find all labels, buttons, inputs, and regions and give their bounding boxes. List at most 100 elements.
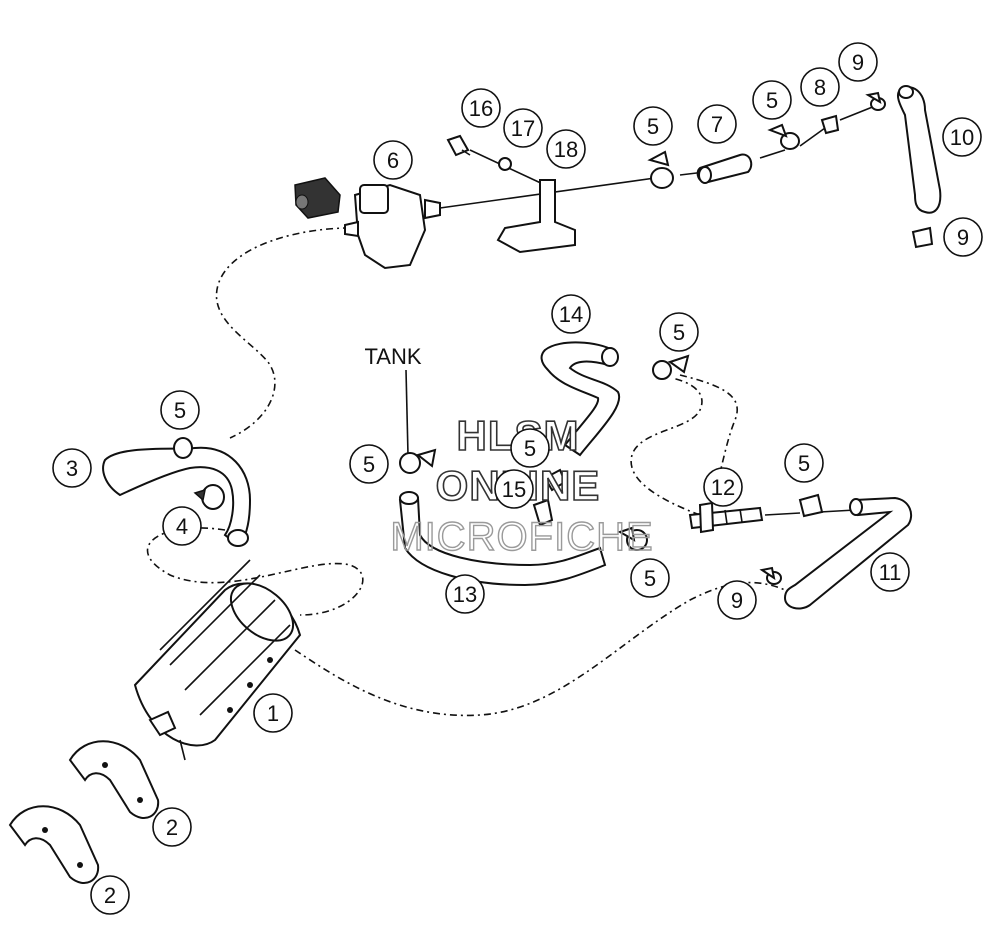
clamp-9-right (911, 226, 934, 249)
callout-circle (659, 312, 699, 352)
callout-number: 3 (66, 456, 78, 481)
callout-circle (942, 117, 982, 157)
callout-number: 2 (104, 883, 116, 908)
callout-number: 5 (524, 436, 536, 461)
callout-number: 1 (267, 701, 279, 726)
callout-c5a: 5 (160, 390, 200, 430)
callout-circle (703, 467, 743, 507)
callout-number: 6 (387, 148, 399, 173)
callout-number: 11 (879, 560, 902, 585)
canister-strap-lower (8, 805, 100, 884)
callout-c6: 6 (373, 140, 413, 180)
callout-c1: 1 (253, 693, 293, 733)
callout-c5g: 5 (633, 106, 673, 146)
callout-circle (253, 693, 293, 733)
callout-circle (349, 444, 389, 484)
callout-number: 17 (511, 116, 535, 141)
callout-c18: 18 (546, 129, 586, 169)
callout-circle (510, 428, 550, 468)
watermark-line-3: MICROFICHE (390, 515, 653, 559)
callout-c7: 7 (697, 104, 737, 144)
callout-c3: 3 (52, 448, 92, 488)
callout-number: 5 (174, 398, 186, 423)
callout-number: 12 (711, 475, 735, 500)
callout-circle (373, 140, 413, 180)
callout-number: 5 (798, 451, 810, 476)
hose-10 (896, 85, 942, 214)
callout-number: 5 (766, 88, 778, 113)
callout-c12: 12 (703, 467, 743, 507)
clamp-4 (193, 484, 225, 510)
callout-circle (445, 574, 485, 614)
clamp-14-5 (652, 354, 690, 380)
callout-number: 5 (363, 452, 375, 477)
callout-circle (546, 129, 586, 169)
callout-c2a: 2 (152, 807, 192, 847)
hose-11 (783, 496, 913, 610)
fitting-8 (820, 114, 840, 135)
clamp-9-top (865, 91, 886, 111)
callout-number: 8 (814, 75, 826, 100)
callout-number: 18 (554, 137, 578, 162)
callout-number: 5 (644, 566, 656, 591)
tank-label: TANK (364, 344, 421, 369)
clamp-top-5b (767, 123, 800, 150)
callout-c9c: 9 (717, 580, 757, 620)
hose-3 (102, 437, 252, 547)
canister-strap-upper (68, 740, 160, 819)
callout-c14: 14 (551, 294, 591, 334)
clamp-9-lower (759, 566, 782, 585)
callout-circle (52, 448, 92, 488)
callout-c15: 15 (494, 469, 534, 509)
callout-c9a: 9 (838, 42, 878, 82)
callout-number: 5 (647, 114, 659, 139)
callout-circle (90, 875, 130, 915)
callout-circle (717, 580, 757, 620)
callout-circle (943, 217, 983, 257)
callout-circle (503, 108, 543, 148)
callout-c11: 11 (870, 552, 910, 592)
washer-17 (498, 157, 512, 171)
callout-number: 14 (559, 302, 583, 327)
callout-circle (162, 506, 202, 546)
callout-number: 16 (469, 96, 493, 121)
callout-number: 9 (731, 588, 743, 613)
callout-c8: 8 (800, 67, 840, 107)
callout-circle (784, 443, 824, 483)
callout-number: 2 (166, 815, 178, 840)
clamp-top-5 (647, 150, 674, 189)
callout-number: 15 (502, 477, 526, 502)
callout-circle (160, 390, 200, 430)
callout-circle (697, 104, 737, 144)
callout-c10: 10 (942, 117, 982, 157)
callout-c2b: 2 (90, 875, 130, 915)
connector-15 (532, 468, 567, 527)
callout-circle (461, 88, 501, 128)
callout-c13: 13 (445, 574, 485, 614)
clamp-11-5 (798, 493, 824, 518)
callout-c5d: 5 (630, 558, 670, 598)
callout-c5f: 5 (784, 443, 824, 483)
callout-number: 7 (711, 112, 723, 137)
callout-c17: 17 (503, 108, 543, 148)
callout-c4: 4 (162, 506, 202, 546)
callout-circle (630, 558, 670, 598)
callout-circle (633, 106, 673, 146)
tee-fitting-12 (688, 501, 764, 534)
callout-circle (494, 469, 534, 509)
callout-c9b: 9 (943, 217, 983, 257)
callout-circle (838, 42, 878, 82)
callout-c5c: 5 (510, 428, 550, 468)
callout-c5h: 5 (752, 80, 792, 120)
callout-number: 13 (453, 582, 477, 607)
callout-number: 9 (957, 225, 969, 250)
charcoal-canister (133, 559, 302, 761)
clamp-13-5 (617, 526, 648, 551)
callout-number: 4 (176, 514, 188, 539)
clamp-tank-5 (399, 448, 437, 474)
callout-c5b: 5 (349, 444, 389, 484)
callout-number: 10 (950, 125, 974, 150)
